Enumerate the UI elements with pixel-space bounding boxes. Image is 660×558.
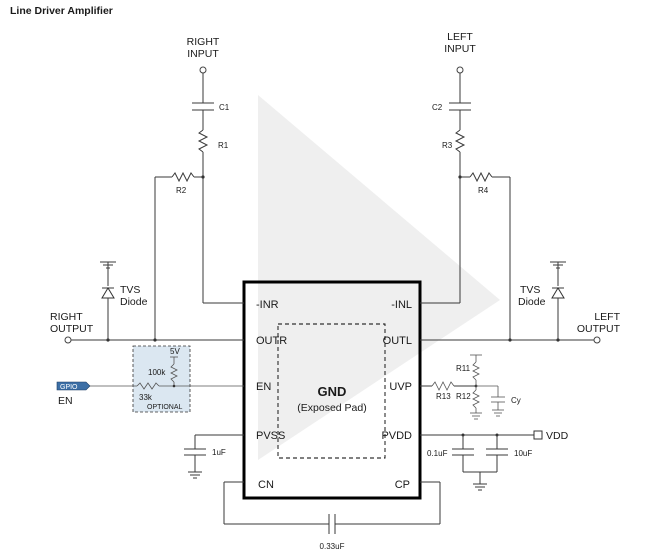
left-tvs-diode: [551, 287, 565, 299]
r1-resistor: [197, 129, 209, 153]
exposed-pad-label: (Exposed Pad): [297, 402, 366, 414]
right-output-label-line1: RIGHT: [50, 311, 83, 323]
right-tvs-label-line1: TVS: [120, 284, 140, 296]
optional-series-label: 33k: [139, 393, 153, 402]
pin-outl: OUTL: [383, 335, 412, 347]
right-output-label-line2: OUTPUT: [50, 323, 94, 335]
r4-resistor: [469, 171, 493, 183]
right-input-terminal: [199, 66, 207, 74]
page-title: Line Driver Amplifier: [10, 5, 113, 17]
vdd-label: VDD: [546, 430, 569, 442]
right-tvs-label-line2: Diode: [120, 296, 148, 308]
r2-label: R2: [176, 186, 187, 195]
gnd-label: GND: [318, 384, 347, 399]
optional-pullup-label: 100k: [148, 368, 166, 377]
r1-label: R1: [218, 141, 229, 150]
vdd-terminal: [533, 430, 543, 440]
pin-inr: -INR: [256, 299, 279, 311]
right-output-terminal: [64, 336, 72, 344]
right-tvs-diode: [101, 287, 115, 299]
optional-box-label: OPTIONAL: [147, 404, 183, 411]
left-input-label-line2: INPUT: [444, 43, 476, 55]
left-tvs-label-line1: TVS: [520, 284, 540, 296]
flying-cap-label: 0.33uF: [320, 542, 345, 551]
left-output-terminal: [593, 336, 601, 344]
watermark-triangle: [258, 95, 500, 460]
vdd-cap-large-label: 10uF: [514, 449, 532, 458]
r4-label: R4: [478, 186, 489, 195]
cy-label: Cy: [511, 396, 521, 405]
optional-supply-label: 5V: [170, 347, 180, 356]
pin-pvdd: PVDD: [381, 430, 412, 442]
c2-label: C2: [432, 103, 443, 112]
r12-label: R12: [456, 392, 471, 401]
pin-en: EN: [256, 381, 271, 393]
left-tvs-label-line2: Diode: [518, 296, 546, 308]
right-input-label-line2: INPUT: [187, 48, 219, 60]
r3-label: R3: [442, 141, 453, 150]
r13-resistor: [431, 381, 455, 391]
left-output-label-line2: OUTPUT: [577, 323, 621, 335]
optional-enable-network: [132, 345, 191, 413]
optional-series-resistor: [136, 382, 160, 390]
en-input-label: EN: [58, 395, 73, 407]
left-input-label-line1: LEFT: [447, 31, 473, 43]
pin-uvp: UVP: [389, 381, 412, 393]
c1-label: C1: [219, 103, 230, 112]
pin-outr: OUTR: [256, 335, 287, 347]
r12-resistor: [472, 389, 480, 409]
pin-cn: CN: [258, 479, 274, 491]
pin-cp: CP: [395, 479, 410, 491]
pin-inl: -INL: [391, 299, 412, 311]
r11-resistor: [472, 361, 480, 381]
optional-pullup-resistor: [170, 363, 178, 383]
gpio-label: GPIO: [60, 384, 78, 391]
vdd-cap-small-label: 0.1uF: [427, 449, 448, 458]
right-input-label-line1: RIGHT: [187, 36, 220, 48]
r13-label: R13: [436, 392, 451, 401]
exposed-pad: [277, 323, 386, 459]
r2-resistor: [171, 171, 195, 183]
left-output-label-line1: LEFT: [594, 311, 620, 323]
pin-pvss: PVSS: [256, 430, 285, 442]
gpio-tag: [56, 381, 91, 391]
pvss-cap-label: 1uF: [212, 448, 226, 457]
r11-label: R11: [456, 364, 471, 373]
left-input-terminal: [456, 66, 464, 74]
r3-resistor: [454, 129, 466, 153]
amplifier-chip-body: [242, 280, 422, 500]
